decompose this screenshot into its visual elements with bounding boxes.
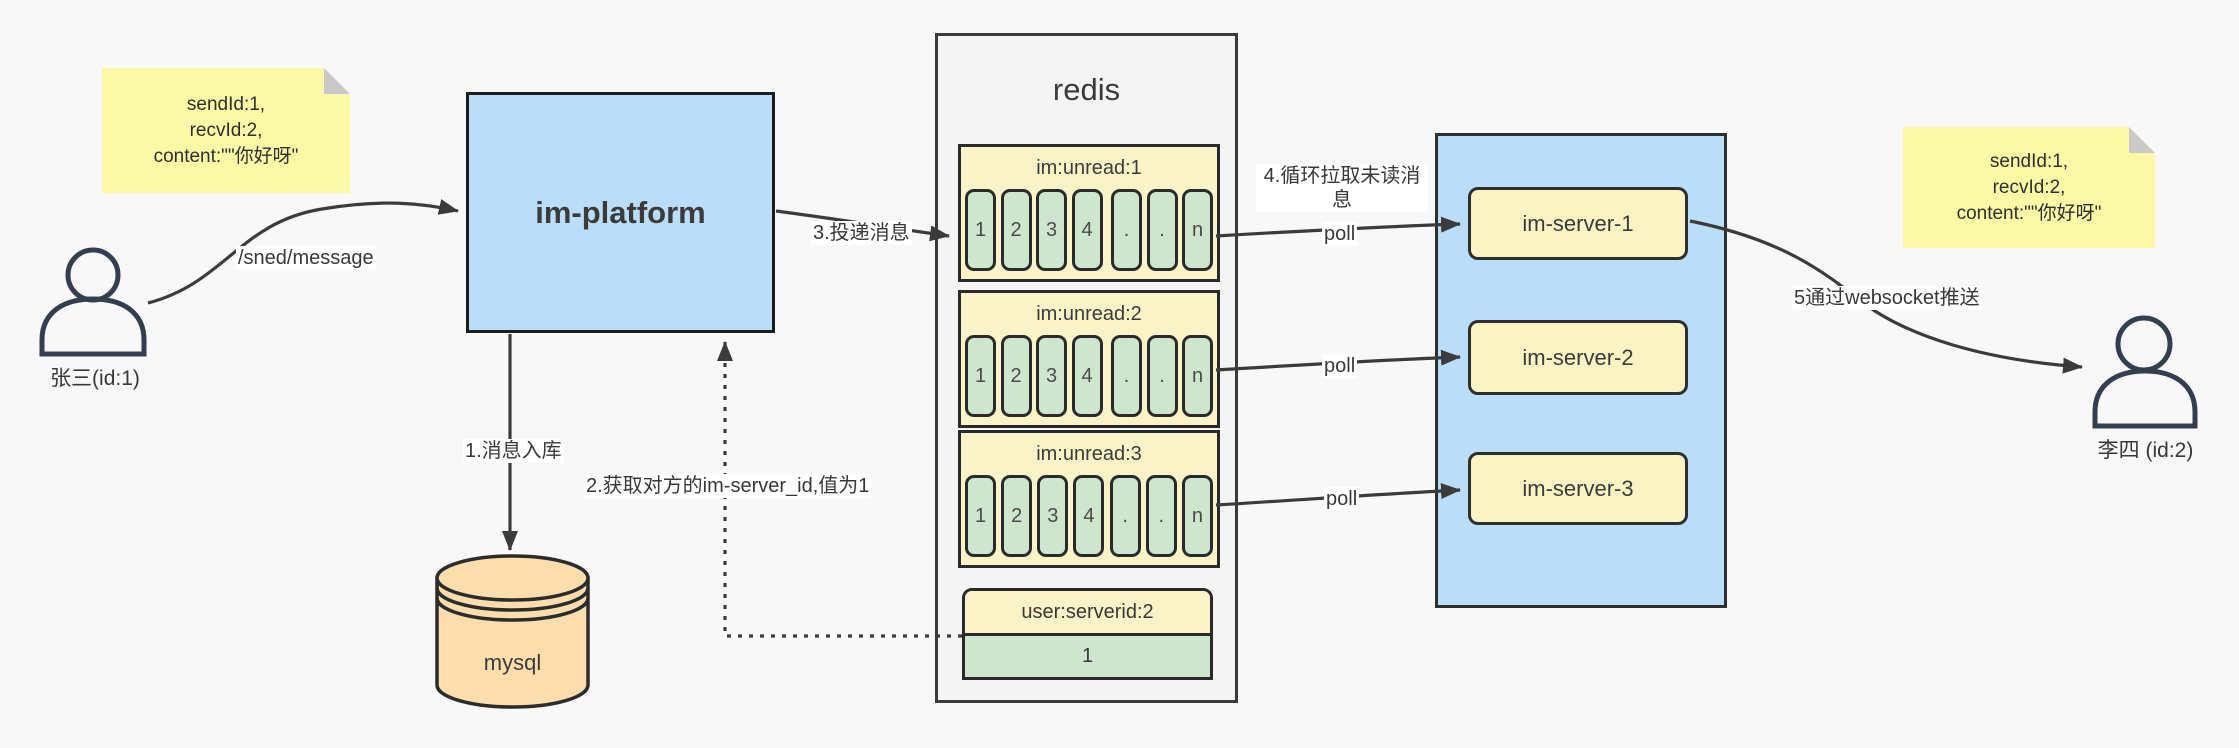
queue-cell: 1 [965,475,996,557]
sender-label: 张三(id:1) [50,367,140,390]
im-server-2-label: im-server-2 [1522,344,1634,370]
note-line: content:""你好呀" [1956,202,2102,224]
queue-cell: . [1111,189,1142,271]
edge-label-step4: 4.循环拉取未读消息 [1256,164,1428,212]
redis-queue-im-unread-1: im:unread:1 1 2 3 4 . . n [958,144,1220,282]
edge-label-send-api: /sned/message [236,246,376,270]
im-platform-label: im-platform [535,194,706,230]
mysql-cylinder [435,554,590,709]
edge-label-step2: 2.获取对方的im-server_id,值为1 [584,474,872,498]
redis-title: redis [1052,72,1121,107]
im-server-3-label: im-server-3 [1522,475,1634,501]
queue-cell: 4 [1071,335,1103,417]
im-server-3-node: im-server-3 [1468,452,1688,525]
edge-label-step5: 5通过websocket推送 [1792,286,1982,310]
queue-cell: n [1181,475,1213,557]
queue-cells: 1 2 3 4 . . n [961,335,1217,417]
receiver-label: 李四 (id:2) [2097,439,2194,462]
edge-label-poll-1: poll [1322,222,1358,246]
queue-cell: 1 [965,335,996,417]
edge-label-step3: 3.投递消息 [811,221,912,245]
queue-cell: 1 [965,189,996,271]
queue-cell: 4 [1073,475,1105,557]
queue-cell: . [1109,475,1141,557]
note-line: sendId:1, [1989,150,2069,172]
queue-cell: n [1182,189,1213,271]
im-server-1-node: im-server-1 [1468,187,1688,260]
im-server-2-node: im-server-2 [1468,320,1688,395]
queue-cell: 2 [1000,189,1032,271]
queue-cell: 3 [1036,335,1067,417]
queue-key-label: im:unread:2 [1036,302,1142,325]
redis-kv-user-serverid: user:serverid:2 1 [962,588,1213,680]
im-server-1-label: im-server-1 [1522,210,1634,236]
edge-label-poll-2: poll [1322,354,1358,378]
note-line: recvId:2, [1992,176,2066,198]
queue-cell: . [1145,475,1177,557]
user-icon-receiver [2092,315,2198,429]
queue-key-label: im:unread:1 [1036,156,1142,179]
queue-cell: 4 [1071,189,1103,271]
queue-cell: . [1146,189,1178,271]
queue-cell: 3 [1036,189,1067,271]
kv-value: 1 [1081,645,1094,667]
mysql-label: mysql [483,650,542,675]
queue-cells: 1 2 3 4 . . n [961,475,1217,557]
sticky-note-right: sendId:1, recvId:2, content:""你好呀" [1903,127,2155,248]
edge-label-poll-3: poll [1324,487,1360,511]
queue-cell: 2 [1001,475,1033,557]
queue-cell: 2 [1000,335,1032,417]
queue-cell: n [1182,335,1213,417]
im-platform-node: im-platform [466,92,775,333]
sticky-note-left: sendId:1, recvId:2, content:""你好呀" [102,68,350,193]
redis-queue-im-unread-3: im:unread:3 1 2 3 4 . . n [958,430,1220,568]
queue-cell: . [1146,335,1178,417]
queue-key-label: im:unread:3 [1036,442,1142,465]
note-line: content:""你好呀" [153,145,299,167]
user-icon-sender [39,247,147,357]
redis-queue-im-unread-2: im:unread:2 1 2 3 4 . . n [958,290,1220,428]
edge-label-step1: 1.消息入库 [463,439,564,463]
queue-cell: 3 [1037,475,1069,557]
queue-cells: 1 2 3 4 . . n [961,189,1217,271]
note-line: recvId:2, [189,119,263,141]
queue-cell: . [1111,335,1142,417]
kv-key-label: user:serverid:2 [965,591,1210,636]
note-line: sendId:1, [186,93,266,115]
